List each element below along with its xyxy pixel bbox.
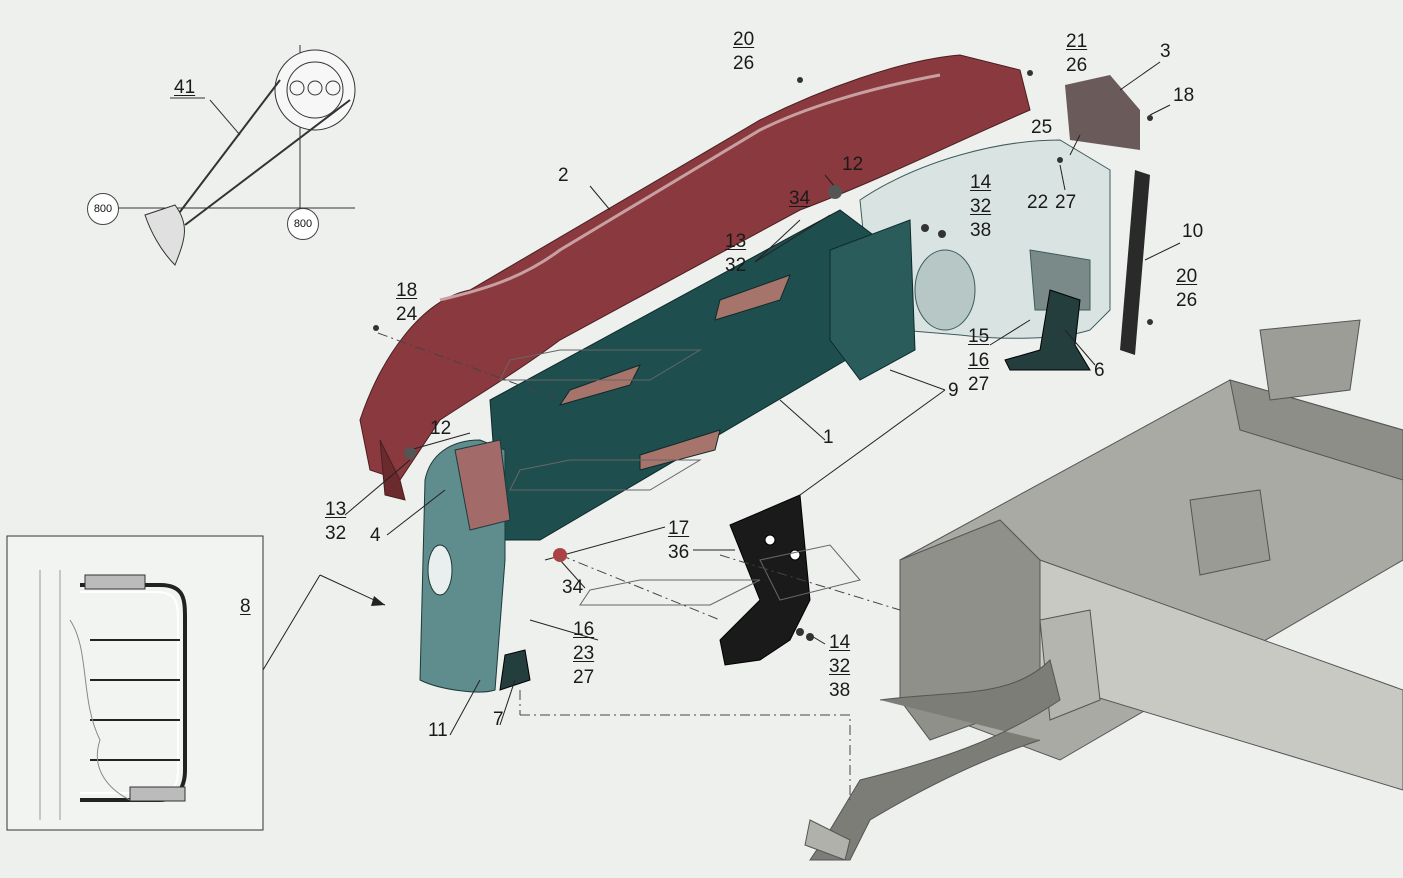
bracket-3 bbox=[1065, 75, 1140, 150]
part-label-34: 34 bbox=[562, 577, 584, 598]
part-label-16: 16 bbox=[968, 350, 990, 371]
part-label-26: 26 bbox=[1066, 55, 1088, 76]
part-label-23: 23 bbox=[573, 643, 595, 664]
fasteners bbox=[373, 70, 1153, 641]
bracket-7 bbox=[499, 649, 531, 691]
part-label-38: 38 bbox=[829, 680, 851, 701]
part-label-12: 12 bbox=[430, 418, 452, 439]
part-label-27: 27 bbox=[1055, 192, 1077, 213]
part-label-14: 14 bbox=[829, 632, 851, 653]
part-label-36: 36 bbox=[668, 542, 690, 563]
part-label-24: 24 bbox=[396, 304, 418, 325]
part-label-32: 32 bbox=[325, 523, 347, 544]
rail-inset bbox=[6, 535, 386, 831]
part-label-27: 27 bbox=[968, 374, 990, 395]
part-label-25: 25 bbox=[1031, 117, 1053, 138]
part-label-18: 18 bbox=[1173, 85, 1195, 106]
part-label-38: 38 bbox=[970, 220, 992, 241]
part-label-27: 27 bbox=[573, 667, 595, 688]
part-label-22: 22 bbox=[1027, 192, 1049, 213]
part-label-34: 34 bbox=[789, 188, 811, 209]
part-label-13: 13 bbox=[325, 499, 347, 520]
part-label-41: 41 bbox=[174, 77, 196, 98]
ghost-outlines bbox=[499, 349, 861, 606]
part-label-26: 26 bbox=[1176, 290, 1198, 311]
dimension-circle: 800 bbox=[287, 208, 319, 240]
part-label-3: 3 bbox=[1160, 41, 1171, 62]
part-label-26: 26 bbox=[733, 53, 755, 74]
part-label-11: 11 bbox=[428, 720, 448, 741]
part-label-21: 21 bbox=[1066, 31, 1088, 52]
part-label-7: 7 bbox=[493, 709, 504, 730]
dimension-circle: 800 bbox=[87, 193, 119, 225]
part-label-15: 15 bbox=[968, 326, 990, 347]
chassis-frame bbox=[804, 319, 1403, 861]
part-label-16: 16 bbox=[573, 619, 595, 640]
part-label-32: 32 bbox=[829, 656, 851, 677]
part-label-2: 2 bbox=[558, 165, 569, 186]
part-label-4: 4 bbox=[370, 525, 381, 546]
part-label-20: 20 bbox=[1176, 266, 1198, 287]
axis-lines bbox=[377, 332, 901, 800]
part-label-20: 20 bbox=[733, 29, 755, 50]
bracket-6 bbox=[1004, 289, 1091, 371]
side-panel-right bbox=[859, 139, 1111, 339]
bumper-shell bbox=[359, 54, 1031, 501]
part-label-6: 6 bbox=[1094, 360, 1105, 381]
part-label-18: 18 bbox=[396, 280, 418, 301]
corner-housing-left bbox=[419, 439, 511, 693]
rail-10 bbox=[1120, 170, 1150, 355]
bracket-9 bbox=[719, 494, 811, 666]
panel-main bbox=[489, 209, 916, 541]
part-label-32: 32 bbox=[725, 255, 747, 276]
part-label-17: 17 bbox=[668, 518, 690, 539]
part-label-14: 14 bbox=[970, 172, 992, 193]
part-label-13: 13 bbox=[725, 231, 747, 252]
part-label-12: 12 bbox=[842, 154, 864, 175]
part-label-8: 8 bbox=[240, 596, 251, 617]
part-label-1: 1 bbox=[823, 427, 834, 448]
part-label-10: 10 bbox=[1182, 221, 1204, 242]
part-label-32: 32 bbox=[970, 196, 992, 217]
part-label-9: 9 bbox=[948, 380, 959, 401]
pulley-inset bbox=[90, 45, 356, 266]
